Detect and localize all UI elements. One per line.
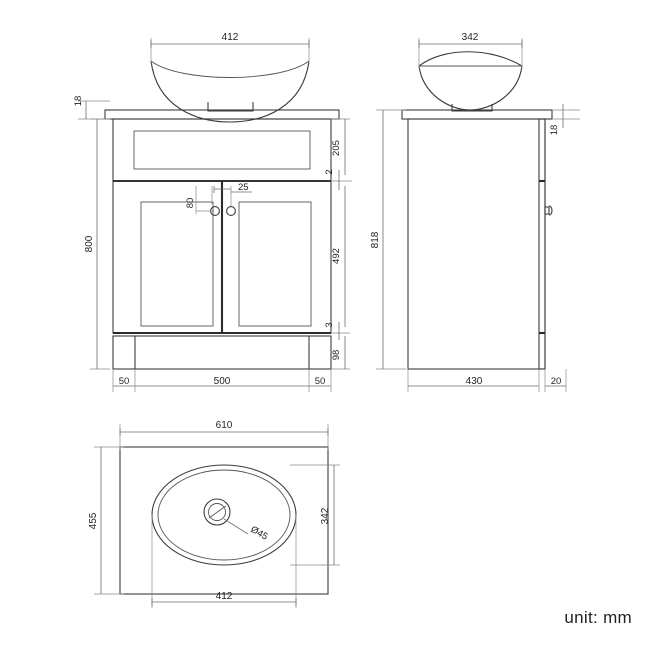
dim-label-800: 800 xyxy=(84,235,95,252)
dim-label-412-front: 412 xyxy=(222,32,239,43)
dim-label-455: 455 xyxy=(88,512,99,529)
dim-side-basin-depth: 342 xyxy=(418,32,523,68)
dim-label-20: 20 xyxy=(551,376,562,387)
unit-note: unit: mm xyxy=(564,608,632,627)
dim-label-412-plan: 412 xyxy=(216,591,233,602)
dim-plan-top-width: 610 xyxy=(119,420,329,450)
dim-label-430: 430 xyxy=(466,376,483,387)
side-basin xyxy=(418,51,523,112)
dim-label-50-left: 50 xyxy=(119,376,130,387)
front-cabinet-body xyxy=(112,118,332,370)
dim-label-342-side: 342 xyxy=(462,32,479,43)
right-door-knob xyxy=(226,206,236,216)
dim-plan-basin-depth: 342 xyxy=(290,464,340,566)
dim-label-80: 80 xyxy=(185,198,196,209)
side-elevation-view: 342 18 xyxy=(370,32,580,392)
dim-front-right-stack: 205 2 492 3 98 xyxy=(324,118,352,370)
dim-label-3: 3 xyxy=(324,322,335,327)
dim-label-492: 492 xyxy=(331,248,342,264)
dim-side-overall-height: 818 xyxy=(370,109,406,370)
side-door-knob xyxy=(544,205,553,216)
dim-label-342-plan: 342 xyxy=(320,507,331,524)
dim-side-bottom: 430 20 xyxy=(407,369,567,392)
dim-label-drain-45: Ø45 xyxy=(249,524,270,543)
dim-label-50-right: 50 xyxy=(315,376,326,387)
dim-side-top-thickness: 18 xyxy=(549,104,580,135)
dim-label-25: 25 xyxy=(238,182,249,193)
dim-front-bottom: 50 500 50 xyxy=(112,369,332,392)
dim-label-205: 205 xyxy=(331,140,342,156)
dim-label-500: 500 xyxy=(214,376,231,387)
dim-label-2: 2 xyxy=(324,169,335,174)
plan-basin-inner xyxy=(157,469,291,561)
front-elevation-view: 412 xyxy=(73,32,352,392)
dim-label-610: 610 xyxy=(216,420,233,431)
dim-label-98: 98 xyxy=(331,350,342,361)
dim-label-818: 818 xyxy=(370,231,381,248)
plan-basin-outer xyxy=(151,464,297,566)
dim-plan-depth: 455 xyxy=(88,446,124,595)
dim-front-overall-height: 800 xyxy=(84,118,110,370)
plan-view: Ø45 610 455 xyxy=(88,420,340,608)
dim-label-18-side: 18 xyxy=(549,125,560,136)
dim-front-basin-width: 412 xyxy=(150,32,310,64)
dim-label-18-front: 18 xyxy=(73,96,84,107)
dim-front-knob: 80 25 xyxy=(185,182,252,214)
front-basin xyxy=(150,60,310,123)
plan-drain: Ø45 xyxy=(203,498,270,543)
plan-countertop xyxy=(119,446,329,595)
dim-plan-basin-width: 412 xyxy=(151,515,297,608)
side-cabinet-body xyxy=(407,118,553,370)
